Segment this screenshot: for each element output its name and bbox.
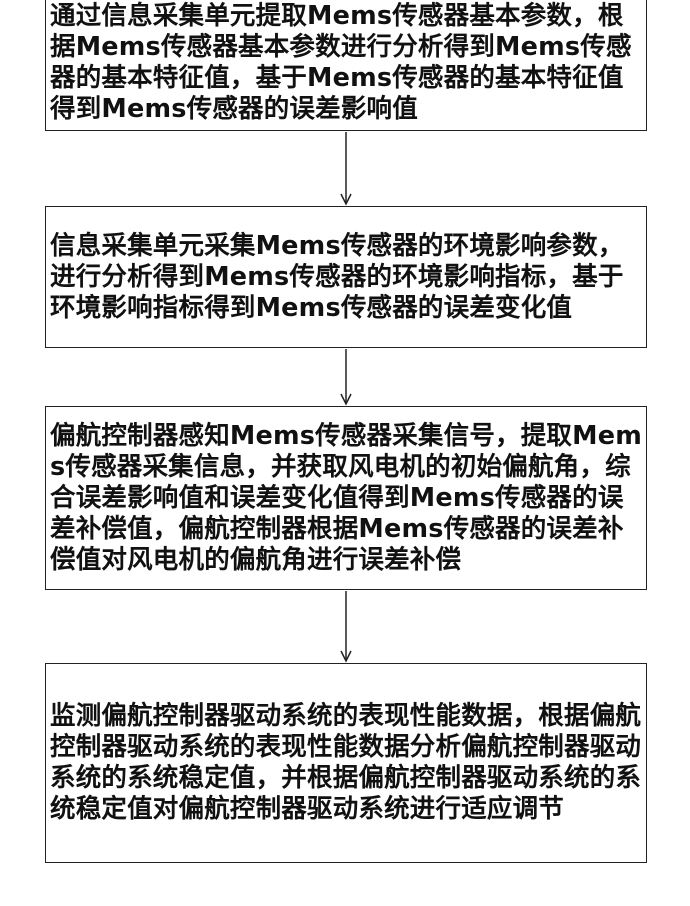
arrow-step-1-to-2 (341, 132, 351, 204)
arrow-step-2-to-3 (341, 349, 351, 404)
arrow-step-3-to-4 (341, 591, 351, 661)
